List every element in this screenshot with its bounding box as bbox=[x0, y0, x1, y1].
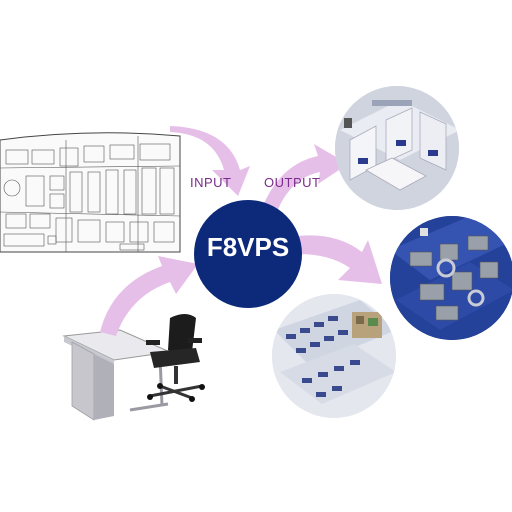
hub-label: F8VPS bbox=[206, 232, 290, 262]
output-arrow-bottom bbox=[298, 235, 382, 284]
floor-plan-drawing bbox=[0, 132, 181, 253]
output-arrow-top bbox=[262, 144, 348, 214]
input-arrow-top bbox=[170, 126, 250, 196]
output-label: OUTPUT bbox=[264, 175, 321, 190]
hub-circle bbox=[194, 200, 302, 308]
desk-and-chair-model bbox=[62, 314, 205, 421]
open-office-render bbox=[272, 294, 396, 418]
cubicle-office-render bbox=[335, 86, 459, 210]
input-label: INPUT bbox=[190, 175, 232, 190]
input-arrow-bottom bbox=[100, 256, 198, 336]
manufacturing-line-render bbox=[390, 216, 512, 340]
